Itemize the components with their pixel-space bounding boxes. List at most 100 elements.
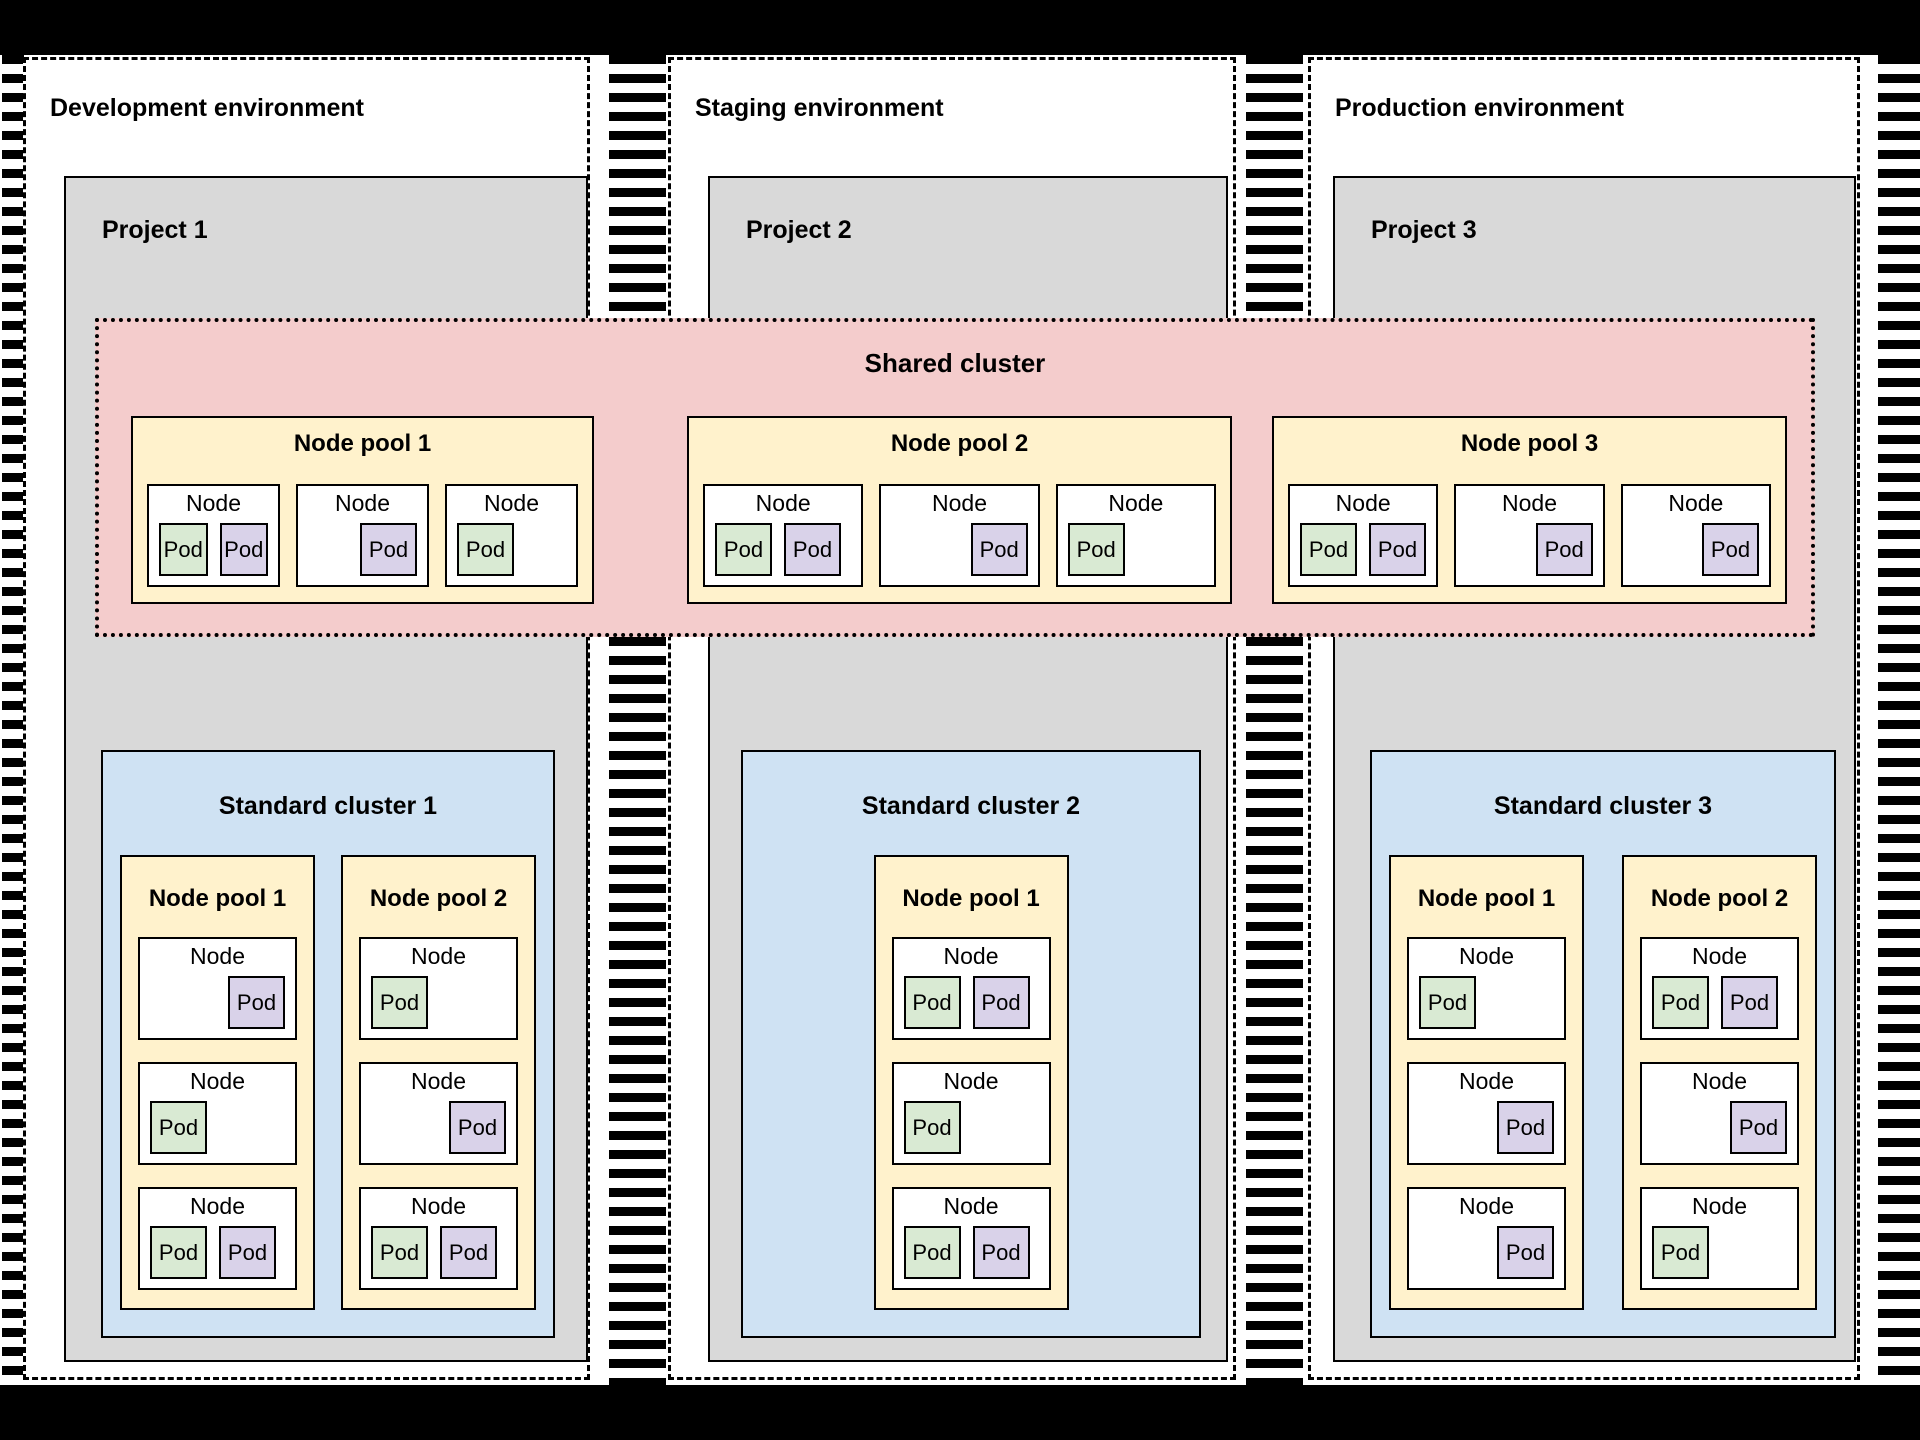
environment-development: Development environment Project 1 Standa… — [23, 57, 590, 1380]
project-title: Project 1 — [102, 216, 208, 244]
pod-purple: Pod — [970, 523, 1028, 576]
hatch-separator-staging-prod-top — [1244, 55, 1307, 318]
pod-purple: Pod — [449, 1101, 506, 1154]
pod-purple: Pod — [1535, 523, 1593, 576]
hatch-strip-left — [0, 55, 28, 1385]
hatch-separator-dev-staging-bottom — [607, 637, 670, 1385]
node-label: Node — [411, 943, 466, 969]
pod-purple: Pod — [972, 1226, 1030, 1279]
pod-row: Pod — [1419, 976, 1554, 1029]
pod-green: Pod — [1300, 523, 1357, 576]
pod-purple: Pod — [784, 523, 841, 576]
node-label: Node — [1692, 1193, 1747, 1219]
pod-green: Pod — [371, 976, 428, 1029]
pod-purple: Pod — [1497, 1226, 1554, 1279]
pod-green: Pod — [903, 976, 961, 1029]
pod-purple: Pod — [1730, 1101, 1787, 1154]
pod-row: Pod — [457, 523, 566, 576]
pod-row: Pod — [1067, 523, 1204, 576]
node-label: Node — [190, 943, 245, 969]
hatch-strip-right — [1876, 55, 1920, 1385]
hatch-separator-dev-staging-top — [607, 55, 670, 318]
node-label: Node — [1692, 943, 1747, 969]
node-pool-title: Node pool 3 — [1460, 430, 1599, 457]
node-label: Node — [411, 1068, 466, 1094]
environment-staging: Staging environment Project 2 Standard c… — [668, 57, 1236, 1380]
node-label: Node — [943, 1193, 999, 1219]
pod-row: Pod — [371, 976, 506, 1029]
node-pool-title: Node pool 2 — [1650, 885, 1789, 912]
pod-row: Pod — [1466, 523, 1593, 576]
environment-production: Production environment Project 3 Standar… — [1308, 57, 1860, 1380]
pod-green: Pod — [1067, 523, 1125, 576]
pod-green: Pod — [1419, 976, 1476, 1029]
pod-green: Pod — [1652, 1226, 1709, 1279]
pod-green: Pod — [150, 1101, 207, 1154]
node-label: Node — [1459, 1193, 1514, 1219]
pod-green: Pod — [1652, 976, 1709, 1029]
node-label: Node — [943, 943, 999, 969]
node-label: Node — [1459, 1068, 1514, 1094]
node-pool-title: Node pool 1 — [148, 885, 287, 912]
node-label: Node — [190, 1068, 245, 1094]
node-pool-title: Node pool 1 — [902, 885, 1040, 912]
pod-row: Pod — [1419, 1101, 1554, 1154]
top-border-bar — [0, 0, 1920, 55]
pod-green: Pod — [903, 1101, 961, 1154]
node-label: Node — [1108, 490, 1164, 516]
project-box: Project 1 Standard cluster 1 Node pool 1… — [64, 176, 588, 1362]
pod-green: Pod — [715, 523, 772, 576]
pod-purple: Pod — [219, 523, 268, 576]
project-title: Project 3 — [1371, 216, 1477, 244]
pod-purple: Pod — [360, 523, 417, 576]
node-label: Node — [943, 1068, 999, 1094]
pod-purple: Pod — [219, 1226, 276, 1279]
environment-title: Development environment — [50, 94, 364, 122]
pod-row: Pod — [891, 523, 1028, 576]
hatch-separator-staging-prod-bottom — [1244, 637, 1307, 1385]
pod-row: Pod — [150, 1101, 285, 1154]
node-label: Node — [335, 490, 390, 516]
pod-green: Pod — [457, 523, 514, 576]
pod-purple: Pod — [228, 976, 285, 1029]
pod-green: Pod — [371, 1226, 428, 1279]
pod-green: Pod — [159, 523, 208, 576]
